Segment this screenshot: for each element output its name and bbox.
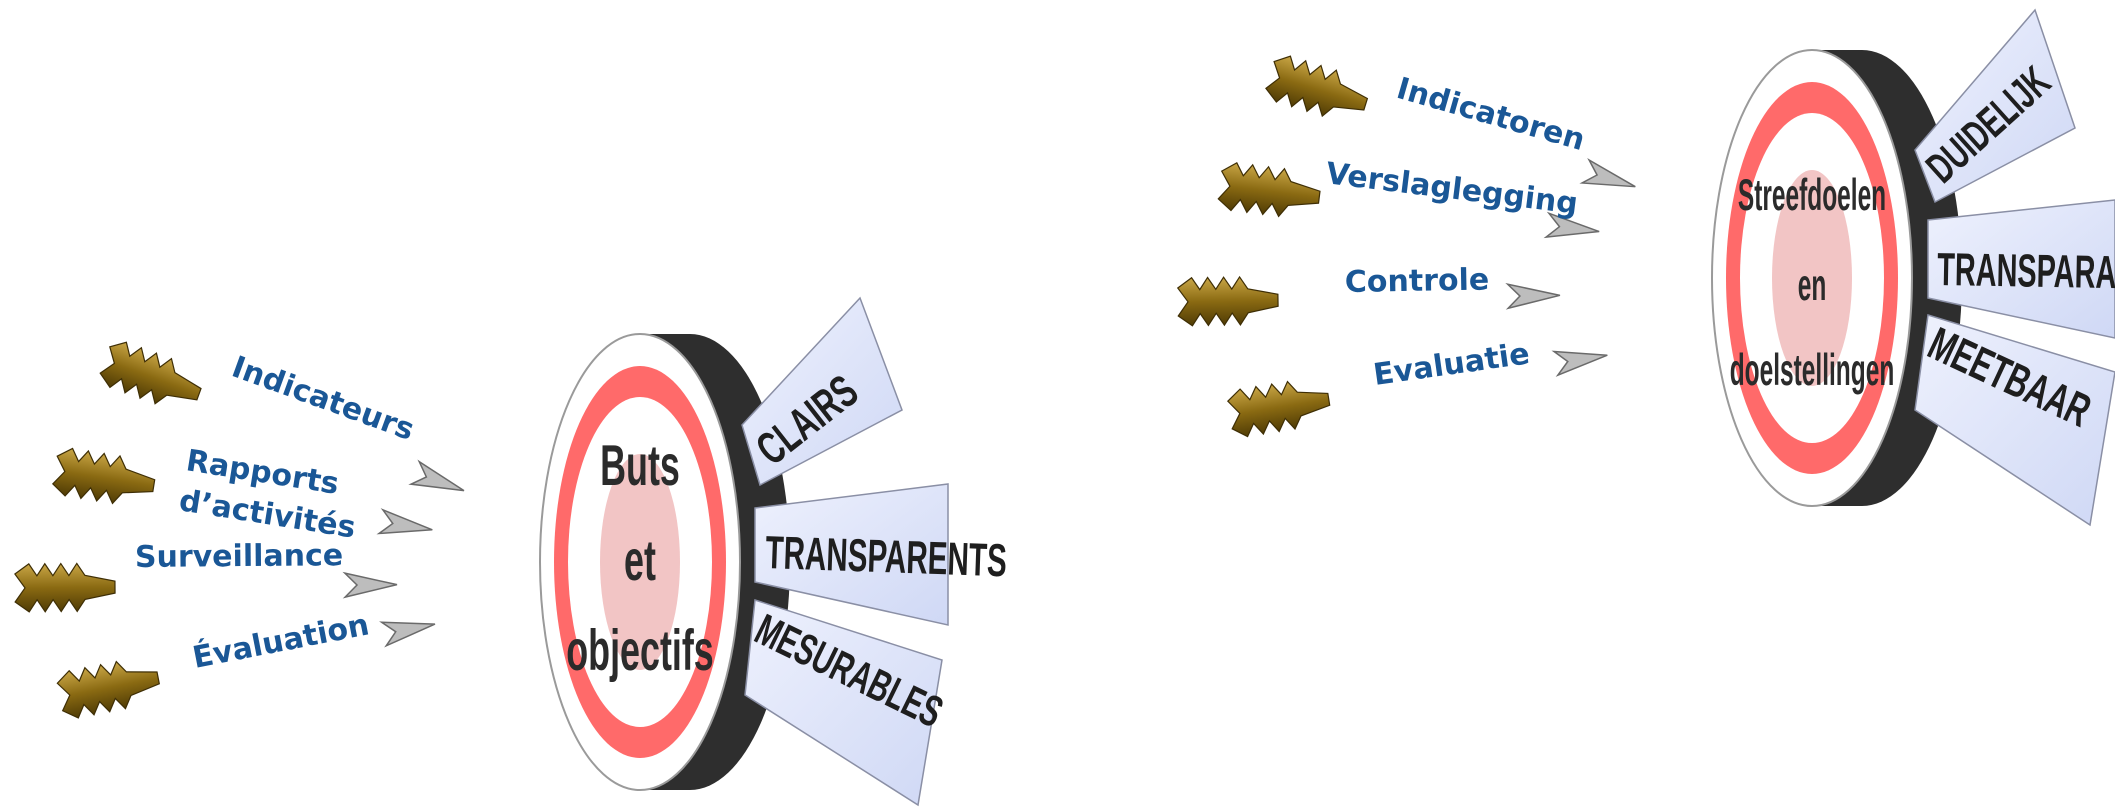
target-line-en: en	[1798, 260, 1827, 309]
dutch-diagram: Indicatoren Verslaglegging Controle Eval…	[1175, 8, 2115, 527]
target-line-doelstellingen: doelstellingen	[1730, 345, 1895, 394]
label-controle: Controle	[1345, 262, 1490, 300]
flag-clairs: CLAIRS	[741, 296, 903, 487]
flag-meetbaar: MEETBAAR	[1914, 314, 2115, 527]
label-surveillance: Surveillance	[135, 538, 344, 575]
target-dutch: Streefdoelen en doelstellingen	[1711, 49, 1962, 507]
target-line-buts: Buts	[600, 435, 680, 499]
label-indicateurs: Indicateurs	[227, 350, 418, 448]
target-french: Buts et objectifs	[539, 333, 790, 791]
target-line-streefdoelen: Streefdoelen	[1738, 170, 1886, 219]
target-line-objectifs: objectifs	[566, 620, 713, 684]
target-line-et: et	[624, 530, 656, 594]
flag-mesurables: MESURABLES	[744, 599, 951, 807]
label-evaluation: Évaluation	[190, 606, 372, 675]
label-evaluatie: Evaluatie	[1371, 336, 1531, 393]
flag-duidelijk: DUIDELIJK	[1914, 8, 2076, 204]
flag-transparents: TRANSPARENTS	[754, 483, 1008, 626]
flag-transparant: TRANSPARANT	[1927, 199, 2115, 339]
svg-text:TRANSPARENTS: TRANSPARENTS	[765, 528, 1008, 588]
label-indicatoren: Indicatoren	[1393, 71, 1589, 158]
french-diagram: Indicateurs Rapports d’activités Surveil…	[12, 296, 1008, 807]
svg-text:TRANSPARANT: TRANSPARANT	[1937, 244, 2115, 299]
